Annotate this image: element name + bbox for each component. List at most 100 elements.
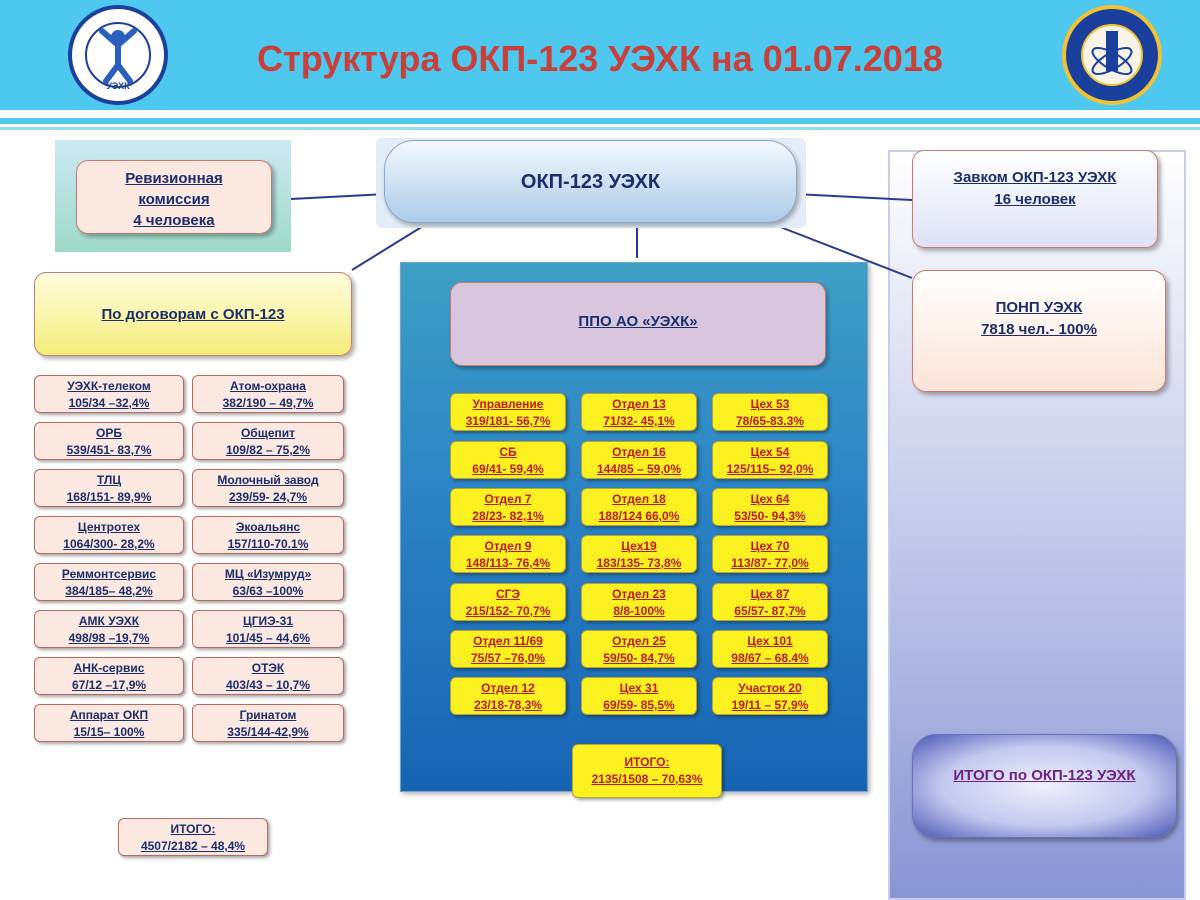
- contract-name: Молочный завод: [217, 473, 319, 487]
- contract-value: 157/110-70.1%: [227, 537, 309, 551]
- contract-item: ОРБ 539/451- 83,7%: [34, 422, 184, 460]
- contract-value: 384/185– 48,2%: [65, 584, 153, 598]
- contract-value: 335/144-42,9%: [227, 725, 309, 739]
- unit-name: Цех 87: [750, 587, 790, 601]
- unit-name: Отдел 11/69: [473, 634, 543, 648]
- ppo-unit: СГЭ 215/152- 70,7%: [450, 583, 566, 621]
- contract-value: 498/98 –19,7%: [68, 631, 150, 645]
- unit-value: 8/8-100%: [613, 604, 665, 618]
- contract-value: 15/15– 100%: [73, 725, 145, 739]
- contract-name: Аппарат ОКП: [69, 708, 149, 722]
- zavkom-line2: 16 человек: [994, 191, 1076, 208]
- header-stripe: [0, 118, 1200, 124]
- ppo-total-value: 2135/1508 – 70,63%: [591, 772, 703, 786]
- contract-name: ОРБ: [96, 426, 122, 440]
- unit-value: 53/50- 94,3%: [734, 509, 806, 523]
- contract-name: УЭХК-телеком: [67, 379, 151, 393]
- unit-value: 71/32- 45,1%: [603, 414, 675, 428]
- unit-value: 19/11 – 57,9%: [731, 698, 809, 712]
- unit-name: СГЭ: [495, 587, 520, 601]
- contract-item: Реммонтсервис 384/185– 48,2%: [34, 563, 184, 601]
- contract-item: Аппарат ОКП 15/15– 100%: [34, 704, 184, 742]
- unit-value: 183/135- 73,8%: [596, 556, 682, 570]
- unit-name: Отдел 18: [612, 492, 666, 506]
- contract-value: 67/12 –17,9%: [71, 678, 147, 692]
- contract-name: Центротех: [77, 520, 141, 534]
- ppo-total: ИТОГО: 2135/1508 – 70,63%: [572, 744, 722, 798]
- contract-value: 539/451- 83,7%: [66, 443, 152, 457]
- ppo-total-label: ИТОГО:: [624, 755, 670, 769]
- okp-total-box: ИТОГО по ОКП-123 УЭХК: [912, 734, 1177, 838]
- header-bar: [0, 0, 1200, 110]
- unit-value: 319/181- 56,7%: [465, 414, 551, 428]
- atom-union-logo: [1062, 5, 1162, 105]
- contract-value: 168/151- 89,9%: [66, 490, 152, 504]
- unit-name: Цех19: [621, 539, 657, 553]
- unit-value: 28/23- 82,1%: [472, 509, 544, 523]
- contract-item: АМК УЭХК 498/98 –19,7%: [34, 610, 184, 648]
- ponp-box: ПОНП УЭХК 7818 чел.- 100%: [912, 270, 1166, 392]
- unit-name: Цех 31: [619, 681, 659, 695]
- unit-name: Отдел 9: [484, 539, 532, 553]
- ponp-line1: ПОНП УЭХК: [995, 299, 1083, 316]
- unit-name: Цех 54: [750, 445, 790, 459]
- unit-name: Отдел 13: [612, 397, 666, 411]
- unit-name: Управление: [472, 397, 544, 411]
- contract-name: АМК УЭХК: [78, 614, 140, 628]
- unit-value: 125/115– 92,0%: [726, 462, 814, 476]
- ponp-line2: 7818 чел.- 100%: [981, 321, 1097, 338]
- contracts-total-value: 4507/2182 – 48,4%: [140, 839, 246, 853]
- ppo-unit: Отдел 13 71/32- 45,1%: [581, 393, 697, 431]
- contract-name: АНК-сервис: [73, 661, 145, 675]
- ppo-unit: Цех 31 69/59- 85,5%: [581, 677, 697, 715]
- unit-name: Цех 101: [747, 634, 793, 648]
- contract-item: Атом-охрана 382/190 – 49,7%: [192, 375, 344, 413]
- unit-value: 215/152- 70,7%: [465, 604, 551, 618]
- unit-value: 75/57 –76,0%: [470, 651, 546, 665]
- zavkom-box: Завком ОКП-123 УЭХК 16 человек: [912, 150, 1158, 248]
- contract-name: Атом-охрана: [230, 379, 306, 393]
- contract-item: УЭХК-телеком 105/34 –32,4%: [34, 375, 184, 413]
- revision-line1: Ревизионная: [125, 170, 223, 187]
- page-title: Структура ОКП-123 УЭХК на 01.07.2018: [257, 38, 943, 79]
- unit-name: Отдел 25: [612, 634, 666, 648]
- unit-name: СБ: [499, 445, 517, 459]
- okp-root-node: ОКП-123 УЭХК: [384, 140, 797, 223]
- contracts-heading: По договорам с ОКП-123: [34, 272, 352, 356]
- unit-value: 78/65-83.3%: [735, 414, 805, 428]
- union-committee-logo: УЭХК: [68, 5, 168, 105]
- unit-value: 65/57- 87,7%: [734, 604, 806, 618]
- zavkom-line1: Завком ОКП-123 УЭХК: [953, 169, 1117, 186]
- contract-value: 239/59- 24,7%: [228, 490, 308, 504]
- contracts-total: ИТОГО: 4507/2182 – 48,4%: [118, 818, 268, 856]
- contract-value: 382/190 – 49,7%: [222, 396, 314, 410]
- contract-item: МЦ «Изумруд»63/63 –100%: [192, 563, 344, 601]
- contract-item: АНК-сервис 67/12 –17,9%: [34, 657, 184, 695]
- contract-value: 105/34 –32,4%: [68, 396, 150, 410]
- ppo-unit: Отдел 23 8/8-100%: [581, 583, 697, 621]
- contract-item: Молочный завод 239/59- 24,7%: [192, 469, 344, 507]
- contract-value: 109/82 – 75,2%: [225, 443, 311, 457]
- contract-name: МЦ «Изумруд»: [224, 567, 312, 581]
- contracts-total-label: ИТОГО:: [170, 822, 216, 836]
- unit-value: 69/59- 85,5%: [603, 698, 675, 712]
- unit-name: Отдел 23: [612, 587, 666, 601]
- revision-line3: 4 человека: [133, 212, 215, 229]
- ppo-unit: Цех 54 125/115– 92,0%: [712, 441, 828, 479]
- unit-value: 23/18-78,3%: [473, 698, 543, 712]
- unit-value: 113/87- 77,0%: [731, 556, 809, 570]
- unit-value: 188/124 66,0%: [598, 509, 680, 523]
- ppo-unit: Участок 20 19/11 – 57,9%: [712, 677, 828, 715]
- revision-line2: комиссия: [138, 191, 210, 208]
- contract-name: Реммонтсервис: [61, 567, 157, 581]
- unit-name: Цех 70: [750, 539, 790, 553]
- unit-name: Участок 20: [738, 681, 802, 695]
